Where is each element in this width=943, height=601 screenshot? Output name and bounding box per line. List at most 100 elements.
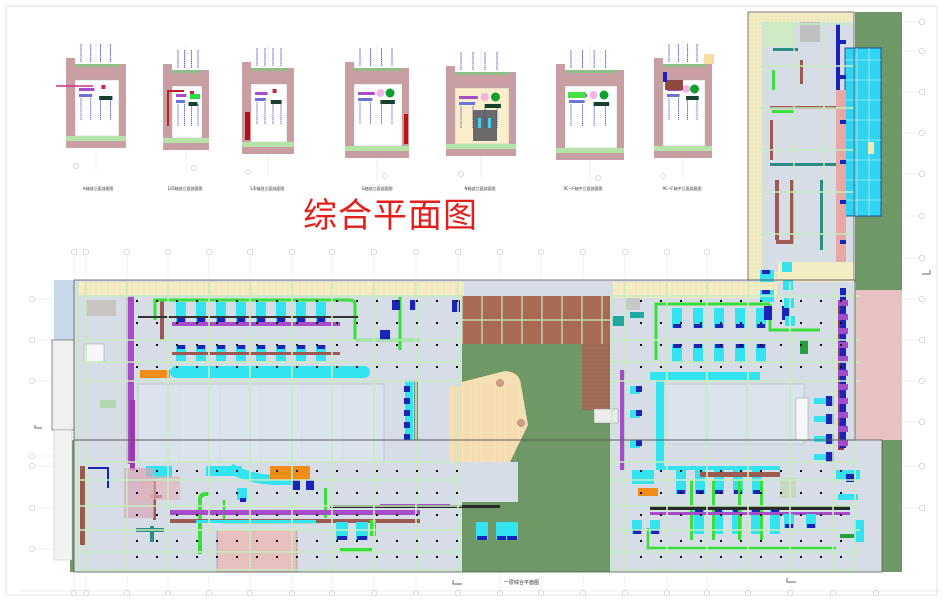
column: [416, 300, 418, 302]
column: [296, 470, 298, 472]
grid-bubble: [288, 248, 296, 256]
column: [156, 322, 158, 324]
grid-bubble: [370, 248, 378, 256]
grid-bubble: [829, 589, 837, 597]
ac-unit: [714, 308, 724, 328]
column: [336, 300, 338, 302]
column: [376, 470, 378, 472]
column: [436, 300, 438, 302]
column: [356, 366, 358, 368]
wall-right: [617, 70, 624, 160]
ac-unit-base: [217, 345, 225, 349]
column: [316, 322, 318, 324]
duct: [160, 300, 164, 340]
ac-unit: [735, 308, 745, 328]
section-cut-marker: [786, 578, 796, 583]
cable-tray: [593, 102, 610, 106]
column: [196, 322, 198, 324]
floor-slab: [654, 151, 712, 158]
column: [216, 514, 218, 516]
grid-bubble: [744, 589, 752, 597]
ac-unit: [296, 302, 306, 322]
column: [720, 300, 722, 302]
pipe: [370, 520, 376, 536]
ac-unit: [854, 520, 864, 542]
grid-bubble: [496, 589, 504, 597]
column: [640, 540, 642, 542]
duct: [773, 48, 798, 51]
column: [176, 556, 178, 558]
grid-bubble: [123, 248, 131, 256]
ac-unit-base: [651, 530, 659, 534]
grid-bubble: [703, 248, 711, 256]
section-drawing: [345, 44, 409, 180]
pipe-circle-green: [385, 88, 395, 98]
column: [840, 322, 842, 324]
column: [216, 344, 218, 346]
column: [356, 322, 358, 324]
fan-unit: [762, 270, 770, 274]
floor-slab: [242, 147, 294, 154]
slab-top: [446, 72, 516, 88]
ac-unit: [632, 470, 654, 484]
fan-unit: [826, 396, 834, 406]
column: [216, 470, 218, 472]
column: [336, 322, 338, 324]
column: [800, 556, 802, 558]
chilled-pipe: [654, 302, 770, 360]
fan-unit: [840, 160, 846, 164]
duct: [170, 510, 420, 515]
wing-room: [800, 22, 820, 42]
ac-unit-base: [694, 324, 702, 328]
ac-unit-base: [673, 344, 681, 348]
section-drawing: [654, 40, 714, 180]
slab-finish: [163, 70, 209, 73]
section-bubble: [245, 169, 251, 175]
ac-unit-base: [237, 318, 245, 322]
column: [156, 344, 158, 346]
chilled-pipe: [198, 492, 210, 554]
grid-bubble: [82, 589, 90, 597]
column: [800, 514, 802, 516]
ac-unit: [756, 344, 766, 362]
column: [680, 344, 682, 346]
column: [700, 492, 702, 494]
column: [760, 470, 762, 472]
column: [356, 514, 358, 516]
column: [336, 514, 338, 516]
ac-unit: [782, 262, 792, 272]
wall-right: [509, 72, 516, 156]
grid-bubble: [918, 170, 926, 178]
column: [256, 300, 258, 302]
ac-unit: [714, 344, 724, 362]
ac-unit: [216, 302, 226, 322]
duct-blue-line: [88, 467, 109, 488]
column: [296, 492, 298, 494]
side-stair: [51, 339, 75, 431]
column: [316, 366, 318, 368]
ac-unit: [751, 510, 761, 534]
column: [800, 470, 802, 472]
ac-unit: [756, 308, 766, 328]
column: [316, 514, 318, 516]
column: [436, 366, 438, 368]
grid-bubble: [918, 504, 926, 512]
column: [780, 366, 782, 368]
column: [156, 514, 158, 516]
column: [396, 366, 398, 368]
fan-unit: [404, 386, 410, 392]
column: [780, 344, 782, 346]
column: [416, 344, 418, 346]
grid-bubble: [454, 248, 462, 256]
column: [256, 322, 258, 324]
grid-bubble: [786, 589, 794, 597]
wall-right: [119, 64, 126, 148]
column: [660, 540, 662, 542]
grid-bubble: [70, 248, 78, 256]
column: [416, 366, 418, 368]
duct-section: [255, 92, 268, 95]
grid-bubble: [872, 589, 880, 597]
column: [660, 514, 662, 516]
column: [436, 514, 438, 516]
column: [800, 366, 802, 368]
